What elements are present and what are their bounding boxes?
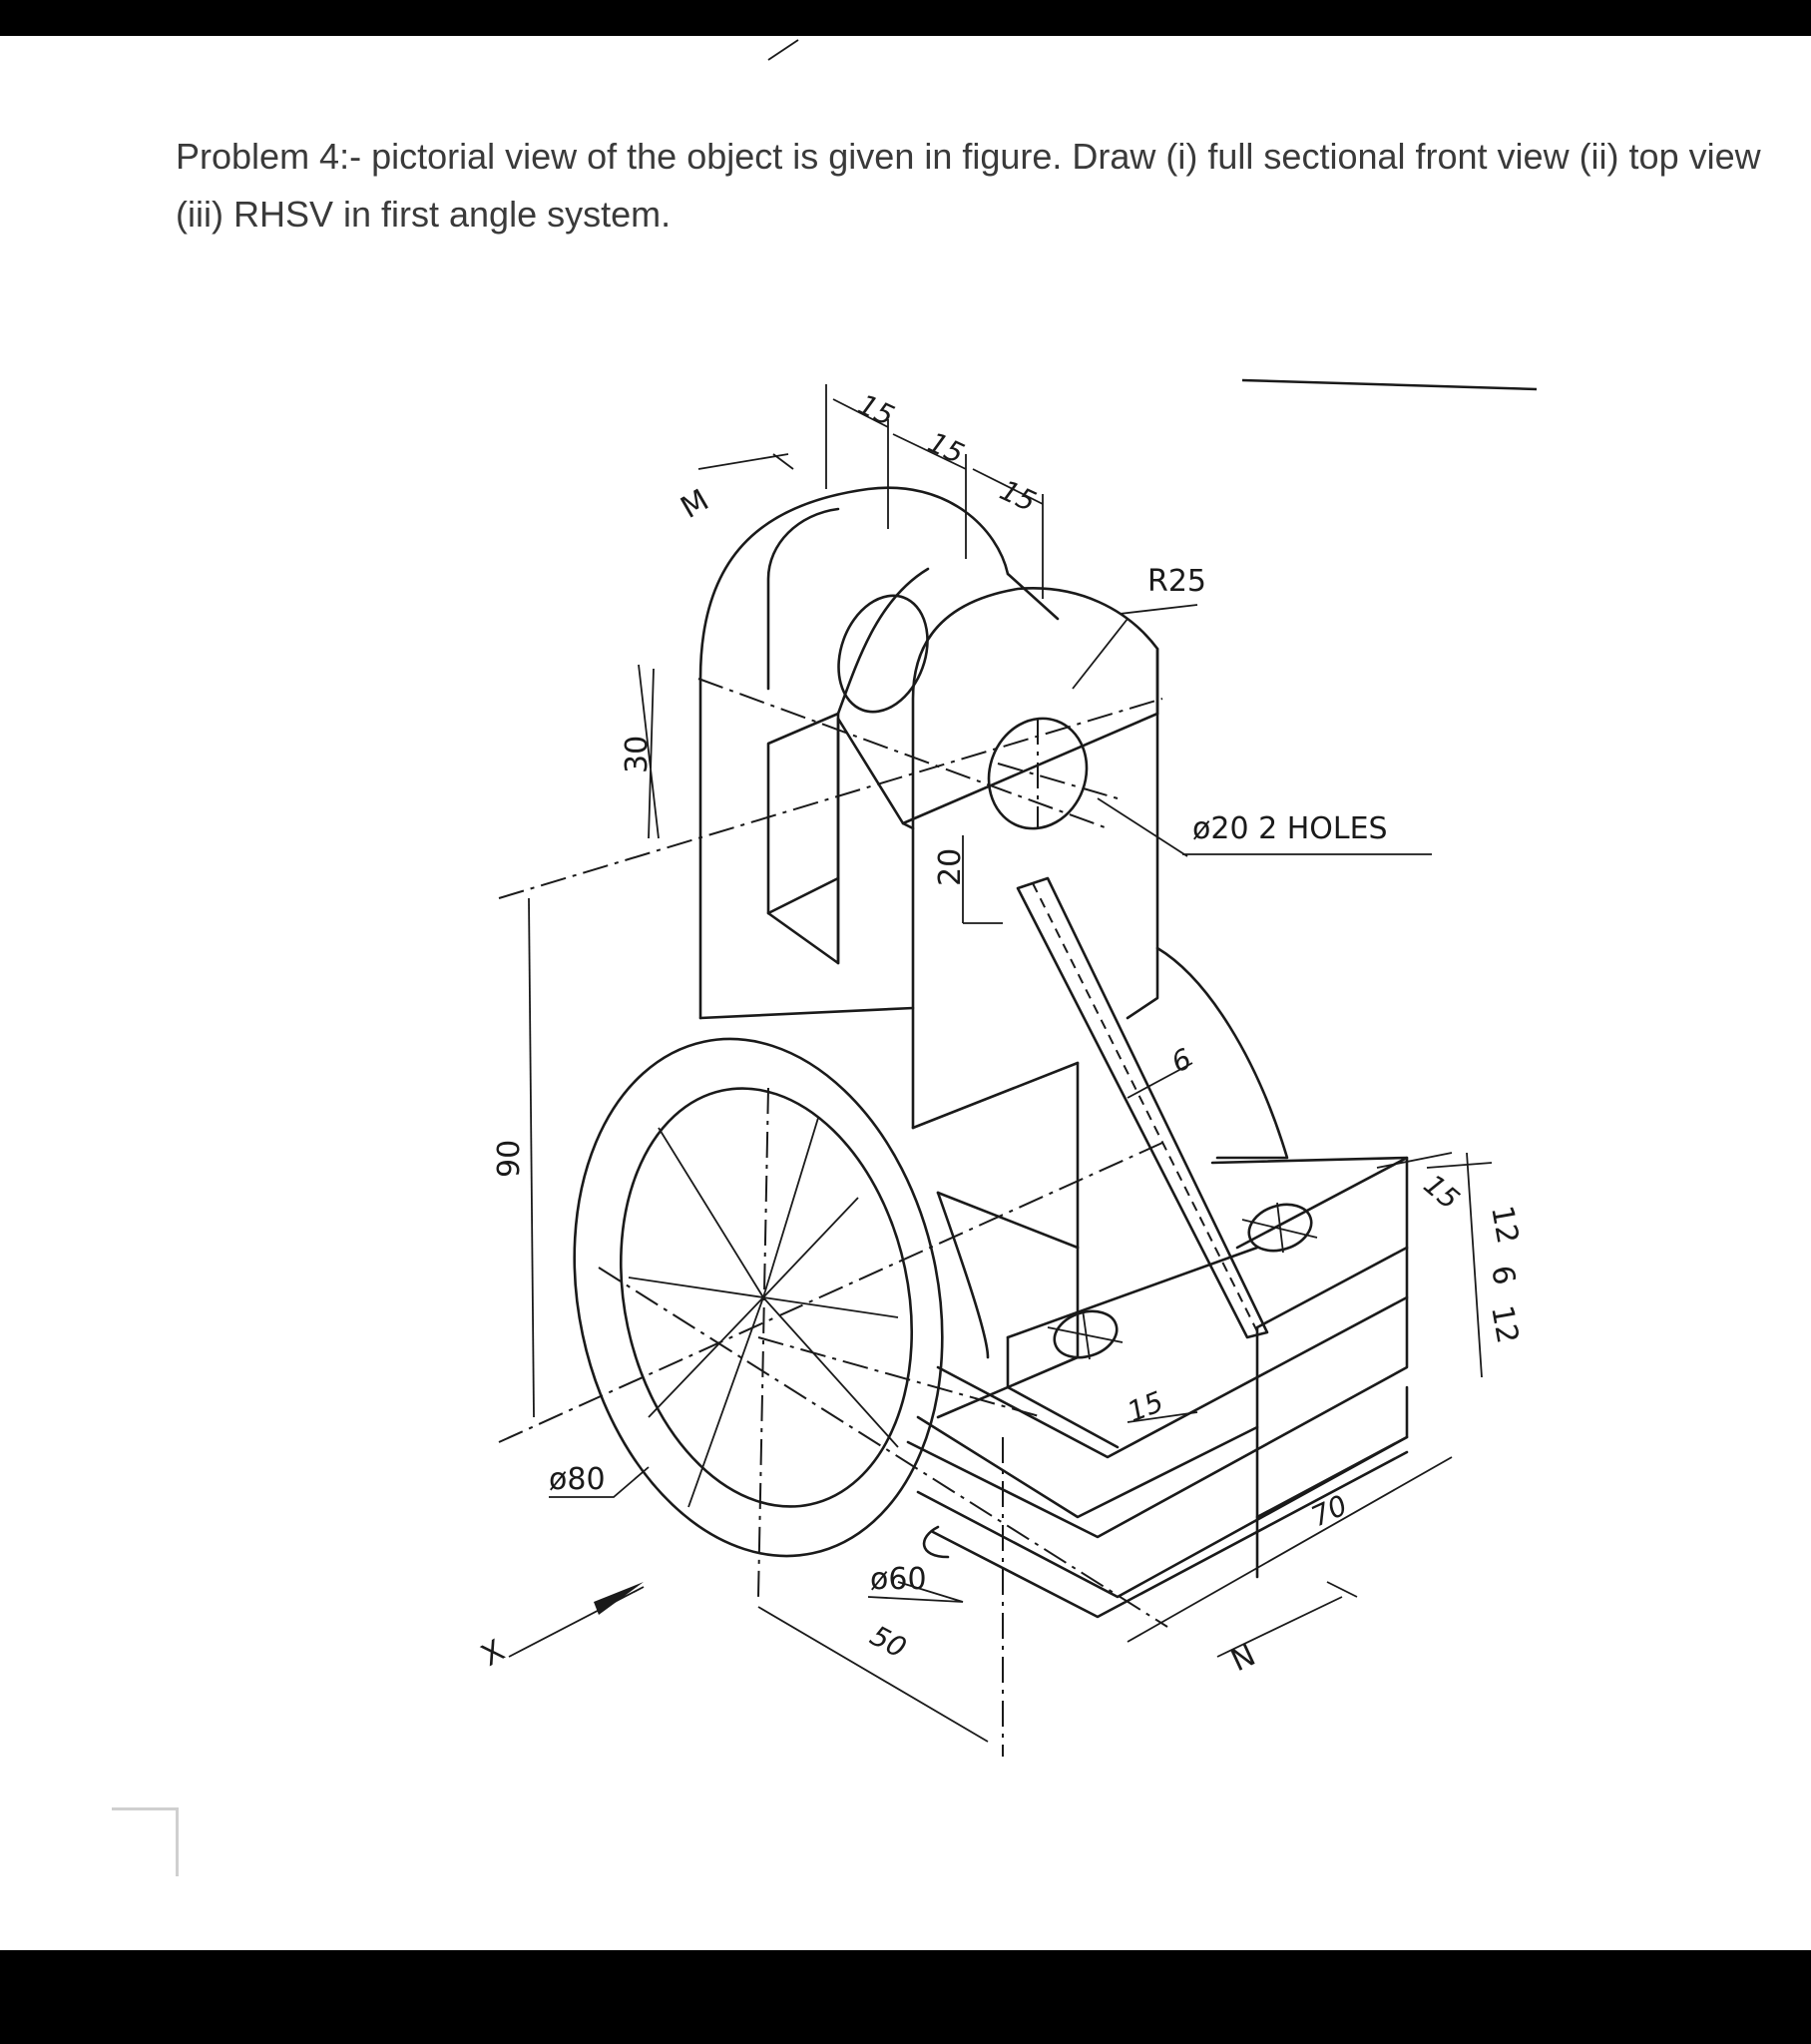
dimension-texts: 15 15 15 R25 ø20 2 HOLES 30 20 90 6 15 1… xyxy=(476,387,1526,1679)
document-page: Problem 4:- pictorial view of the object… xyxy=(0,36,1811,1950)
dim-30: 30 xyxy=(620,736,655,773)
dim-15-a: 15 xyxy=(853,387,899,432)
dim-90: 90 xyxy=(492,1140,527,1178)
dim-20: 20 xyxy=(933,848,968,886)
dim-holes: ø20 2 HOLES xyxy=(1192,811,1388,846)
stray-mark xyxy=(767,39,799,61)
dim-dia60: ø60 xyxy=(870,1562,927,1597)
dim-15-c: 15 xyxy=(995,473,1041,518)
dim-70: 70 xyxy=(1306,1488,1352,1533)
slot xyxy=(766,567,930,965)
dim-12-top: 12 xyxy=(1484,1203,1525,1247)
isometric-drawing: 15 15 15 R25 ø20 2 HOLES 30 20 90 6 15 1… xyxy=(476,39,1538,1757)
front-circular-face xyxy=(573,1037,944,1558)
problem-statement: Problem 4:- pictorial view of the object… xyxy=(176,136,1761,235)
upright-front-lug xyxy=(836,572,1159,1130)
base-plate xyxy=(906,1156,1409,1619)
rib xyxy=(1016,876,1269,1339)
dim-6-mid: 6 xyxy=(1484,1263,1522,1287)
dim-15-side: 15 xyxy=(1418,1168,1467,1216)
centre-lines xyxy=(498,678,1168,1757)
dim-12-bot: 12 xyxy=(1484,1302,1525,1346)
dim-15-b: 15 xyxy=(923,425,969,470)
stray-line xyxy=(1241,378,1538,391)
base-holes xyxy=(1047,1202,1318,1360)
dim-50: 50 xyxy=(865,1619,912,1665)
corner-mark xyxy=(112,1807,179,1876)
view-label-n: N xyxy=(1226,1638,1261,1679)
bottom-black-bar xyxy=(0,1950,1811,2044)
dim-dia80: ø80 xyxy=(549,1462,606,1497)
dim-r25: R25 xyxy=(1147,564,1206,599)
dimension-lines xyxy=(508,384,1493,1743)
view-label-x: X xyxy=(476,1633,511,1674)
cylinder-boss xyxy=(698,1006,1080,1359)
back-block-curve xyxy=(1155,946,1289,1160)
view-label-m: M xyxy=(676,483,715,526)
top-black-bar xyxy=(0,0,1811,36)
upright-back-lug xyxy=(698,486,1010,1020)
